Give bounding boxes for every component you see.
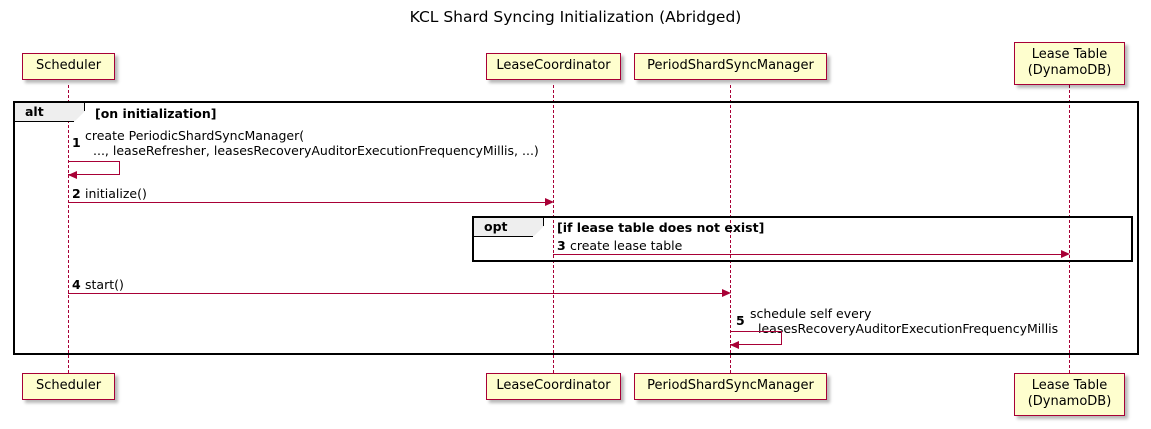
message-4-number: 4 xyxy=(72,277,81,292)
message-5-number: 5 xyxy=(736,313,745,328)
lifeline-scheduler xyxy=(68,85,69,373)
message-3-number: 3 xyxy=(557,238,566,253)
participant-label: PeriodShardSyncManager xyxy=(647,58,814,73)
participant-period-shard-sync-manager-top[interactable]: PeriodShardSyncManager xyxy=(634,53,827,80)
participant-scheduler-top[interactable]: Scheduler xyxy=(22,53,115,80)
participant-label: Scheduler xyxy=(35,378,102,393)
participant-label: LeaseCoordinator xyxy=(496,58,611,73)
lifeline-period-shard-sync-manager xyxy=(730,85,731,373)
message-2-line xyxy=(68,202,545,203)
message-4-arrowhead xyxy=(722,289,731,297)
message-4-line xyxy=(68,293,722,294)
message-1-label-line1: create PeriodicShardSyncManager( xyxy=(85,128,305,143)
fragment-opt-guard: [if lease table does not exist] xyxy=(557,220,765,235)
message-2-arrowhead xyxy=(545,198,554,206)
message-3-line xyxy=(553,254,1061,255)
fragment-opt xyxy=(472,216,1133,262)
participant-label-line1: Lease Table xyxy=(1031,47,1108,62)
message-2-label: initialize() xyxy=(85,186,147,201)
participant-label-line2: (DynamoDB) xyxy=(1027,394,1112,409)
message-5-self-loop xyxy=(730,331,782,345)
message-3-arrowhead xyxy=(1061,250,1070,258)
participant-scheduler-bottom[interactable]: Scheduler xyxy=(22,373,115,400)
message-5-arrowhead xyxy=(730,341,739,349)
fragment-alt-guard: [on initialization] xyxy=(95,106,217,121)
message-5-label-line1: schedule self every xyxy=(750,306,872,321)
fragment-alt xyxy=(13,101,1139,355)
message-5-label-line2: leasesRecoveryAuditorExecutionFrequencyM… xyxy=(758,321,1059,336)
message-1-number: 1 xyxy=(72,135,81,150)
message-4-label: start() xyxy=(85,277,124,292)
page-title: KCL Shard Syncing Initialization (Abridg… xyxy=(409,8,742,26)
participant-label-line2: (DynamoDB) xyxy=(1027,63,1112,78)
lifeline-lease-coordinator xyxy=(553,85,554,373)
lifeline-lease-table xyxy=(1069,85,1070,373)
participant-label: LeaseCoordinator xyxy=(496,378,611,393)
message-1-arrowhead xyxy=(68,171,77,179)
participant-label-line1: Lease Table xyxy=(1031,378,1108,393)
message-1-label-line2: ..., leaseRefresher, leasesRecoveryAudit… xyxy=(93,143,539,158)
message-3-label: create lease table xyxy=(570,238,683,253)
participant-lease-coordinator-bottom[interactable]: LeaseCoordinator xyxy=(486,373,621,400)
participant-lease-table-top[interactable]: Lease Table (DynamoDB) xyxy=(1014,42,1125,85)
fragment-alt-keyword: alt xyxy=(15,103,85,122)
participant-period-shard-sync-manager-bottom[interactable]: PeriodShardSyncManager xyxy=(634,373,827,400)
message-1-self-loop xyxy=(68,161,120,175)
message-2-number: 2 xyxy=(72,186,81,201)
participant-label: PeriodShardSyncManager xyxy=(647,378,814,393)
fragment-opt-keyword: opt xyxy=(474,218,544,237)
participant-lease-coordinator-top[interactable]: LeaseCoordinator xyxy=(486,53,621,80)
participant-label: Scheduler xyxy=(35,58,102,73)
participant-lease-table-bottom[interactable]: Lease Table (DynamoDB) xyxy=(1014,373,1125,416)
